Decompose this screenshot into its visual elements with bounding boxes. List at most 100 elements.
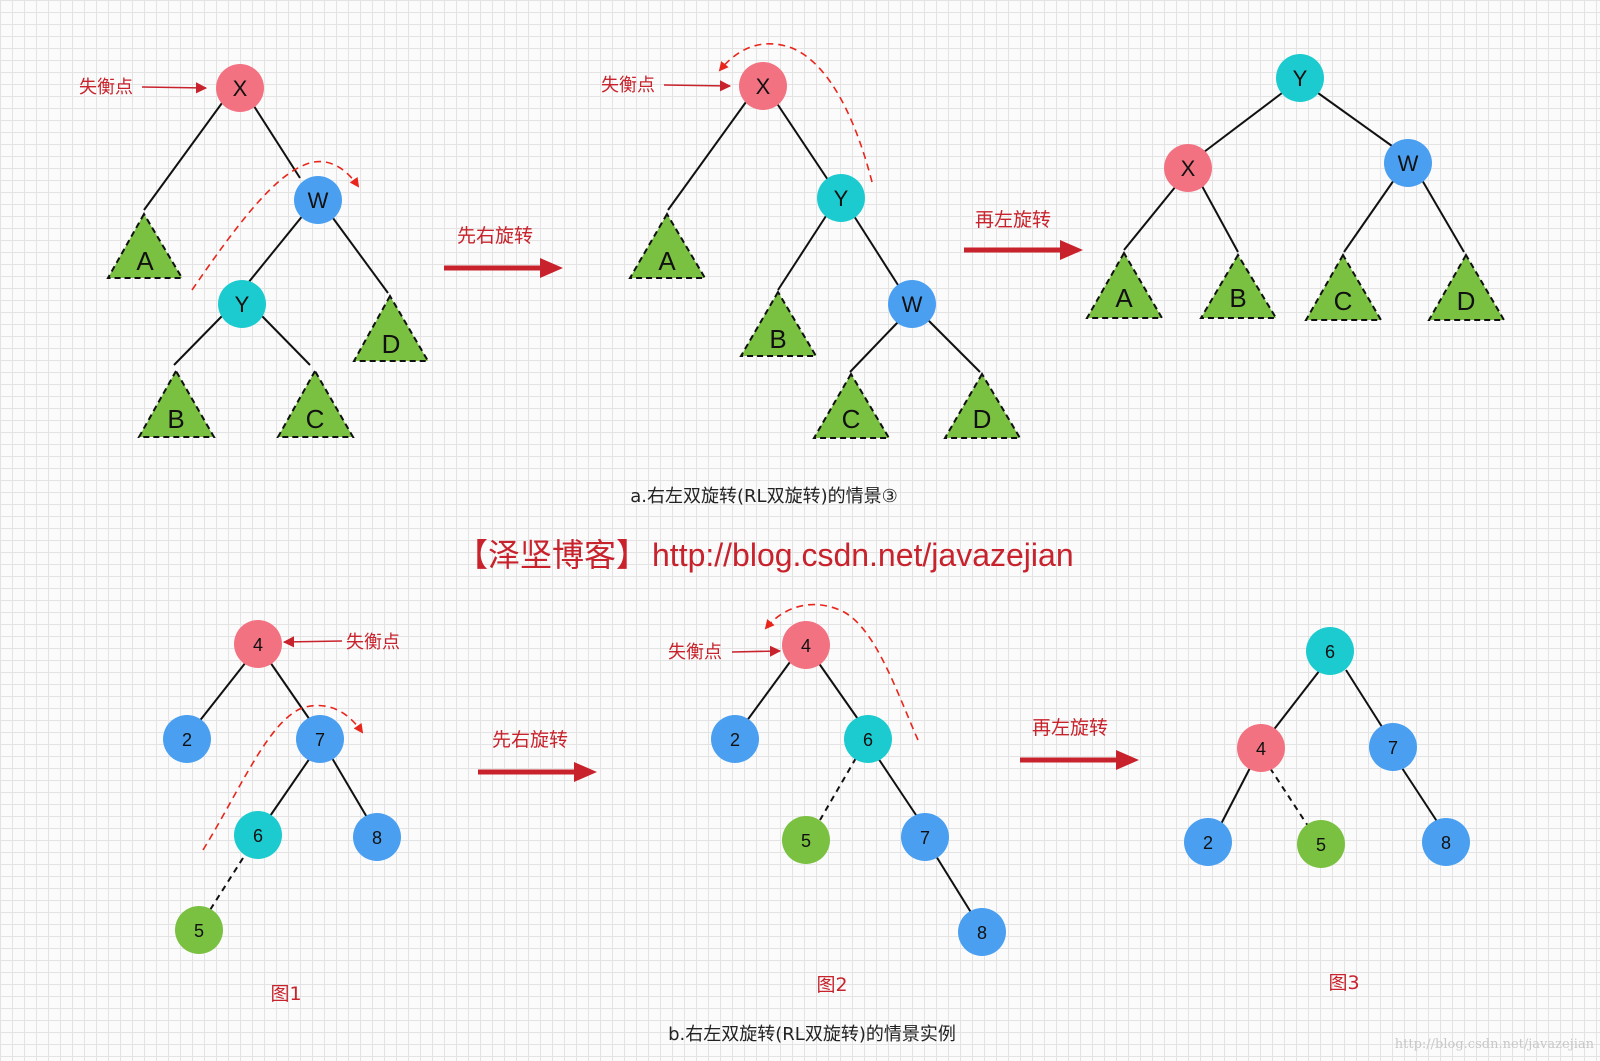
subtree-d-triangle [352, 293, 430, 362]
node-4-circle [782, 621, 830, 669]
rotation-hint-arrow [764, 603, 919, 741]
node-7: 7 [296, 715, 344, 763]
node-5: 5 [782, 816, 830, 864]
step-right-rotate-b: 先右旋转 [478, 729, 597, 782]
node-5-label: 5 [194, 921, 204, 941]
edge-x-a [1123, 185, 1177, 251]
subtree-d: D [352, 293, 430, 362]
section-b: 失衡点 4 2 7 6 8 [163, 603, 1470, 1045]
section-a-caption: a.右左双旋转(RL双旋转)的情景③ [630, 486, 897, 507]
node-4-circle [1237, 724, 1285, 772]
edge-4-5 [1269, 767, 1309, 827]
node-2: 2 [1184, 818, 1232, 866]
node-x-circle [216, 64, 264, 112]
node-8-circle [958, 908, 1006, 956]
node-y-label: Y [235, 292, 250, 317]
subtree-a: A [106, 212, 184, 279]
node-4: 4 [1237, 724, 1285, 772]
step-left-rotate-a-label: 再左旋转 [975, 209, 1051, 231]
node-x-circle [739, 62, 787, 110]
subtree-b: B [1199, 253, 1278, 319]
subtree-a-triangle [1085, 250, 1164, 319]
node-x: X [216, 64, 264, 112]
node-w-label: W [308, 188, 329, 213]
edge-6-7 [877, 757, 919, 819]
imbalance-arrow [731, 645, 782, 657]
node-4: 4 [234, 620, 282, 668]
node-y-circle [218, 280, 266, 328]
subtree-b-triangle [739, 290, 818, 357]
node-y: Y [1276, 54, 1324, 102]
node-4-circle [234, 620, 282, 668]
node-8: 8 [958, 908, 1006, 956]
subtree-c-label: C [306, 404, 325, 434]
node-8-label: 8 [1441, 833, 1451, 853]
subtree-a: A [1085, 250, 1164, 319]
edge-y-x [1203, 92, 1283, 153]
imbalance-label: 失衡点 [668, 642, 722, 663]
node-x: X [1164, 144, 1212, 192]
node-5-circle [175, 906, 223, 954]
node-7-label: 7 [315, 730, 325, 750]
imbalance-label: 失衡点 [601, 75, 655, 96]
imbalance-pointer: 失衡点 [668, 642, 782, 663]
tree-b3: 6 4 7 2 5 8 图3 [1184, 627, 1470, 994]
subtree-d-label: D [1457, 286, 1476, 316]
node-8-label: 8 [977, 923, 987, 943]
node-4-label: 4 [801, 636, 811, 656]
node-2-circle [711, 715, 759, 763]
subtree-b-triangle [1199, 253, 1278, 319]
subtree-c-label: C [842, 404, 861, 434]
node-7-circle [1369, 723, 1417, 771]
node-5-circle [782, 816, 830, 864]
node-x-label: X [756, 74, 771, 99]
node-x-circle [1164, 144, 1212, 192]
node-8: 8 [353, 813, 401, 861]
step-left-rotate-a-head [1060, 240, 1083, 260]
step-right-rotate-a: 先右旋转 [444, 225, 563, 278]
tree-a1-edges [143, 102, 389, 366]
node-5-circle [1297, 820, 1345, 868]
section-b-caption: b.右左双旋转(RL双旋转)的情景实例 [668, 1024, 956, 1045]
rotation-hint-arrow [191, 160, 360, 291]
step-right-rotate-b-label: 先右旋转 [492, 729, 568, 751]
node-5-label: 5 [1316, 835, 1326, 855]
subtree-d-label: D [382, 329, 401, 359]
node-7: 7 [1369, 723, 1417, 771]
node-5-label: 5 [801, 831, 811, 851]
node-8-label: 8 [372, 828, 382, 848]
node-6-label: 6 [1325, 642, 1335, 662]
node-2-circle [1184, 818, 1232, 866]
imbalance-arrow [141, 82, 208, 94]
node-w: W [294, 176, 342, 224]
tree-a3: Y X W A B C D [1085, 54, 1506, 321]
subtree-a-label: A [1115, 283, 1133, 313]
tree-b2-edges [745, 661, 973, 915]
step-right-rotate-b-head [574, 762, 597, 782]
edge-x-a [667, 101, 747, 211]
edge-x-w [251, 102, 301, 179]
node-2: 2 [711, 715, 759, 763]
imbalance-pointer: 失衡点 [601, 75, 732, 96]
edge-4-2 [1219, 767, 1251, 827]
subtree-b-label: B [167, 404, 184, 434]
imbalance-label: 失衡点 [346, 632, 400, 653]
edge-6-5 [819, 757, 857, 821]
node-7: 7 [901, 813, 949, 861]
corner-watermark: http://blog.csdn.net/javazejian [1395, 1037, 1595, 1052]
node-y-circle [1276, 54, 1324, 102]
imbalance-arrow [282, 636, 343, 648]
subtree-a-triangle [106, 212, 184, 279]
node-y-label: Y [834, 186, 849, 211]
subtree-a: A [628, 212, 707, 279]
node-5: 5 [175, 906, 223, 954]
edge-6-7 [1345, 669, 1385, 731]
node-y-circle [817, 174, 865, 222]
edge-x-a [143, 102, 223, 211]
node-w-label: W [1398, 151, 1419, 176]
subtree-d-triangle [1427, 252, 1506, 321]
node-4-label: 4 [1256, 739, 1266, 759]
edge-4-7 [269, 661, 311, 721]
node-6-circle [1306, 627, 1354, 675]
